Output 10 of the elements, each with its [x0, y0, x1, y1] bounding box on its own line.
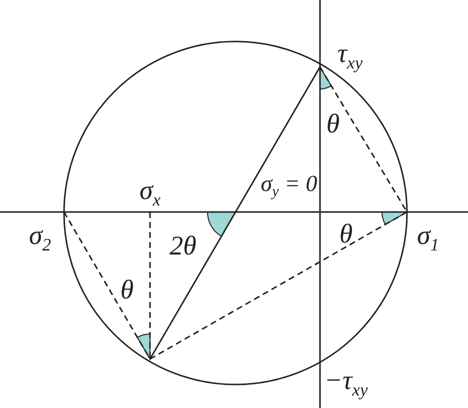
math-label: θ	[339, 220, 353, 248]
math-label: θ	[120, 276, 134, 304]
math-label: σ$_{2}$	[28, 222, 52, 254]
math-label: τ$_{xy}$	[337, 40, 363, 72]
math-label: σ$_{x}$	[139, 177, 161, 209]
math-label: θ	[326, 110, 340, 138]
math-label: 2θ	[170, 232, 196, 260]
math-label: −τ$_{xy}$	[324, 367, 368, 399]
math-label: σ$_{1}$	[416, 222, 440, 254]
math-label: σ$_{y}$ = 0	[260, 172, 318, 200]
